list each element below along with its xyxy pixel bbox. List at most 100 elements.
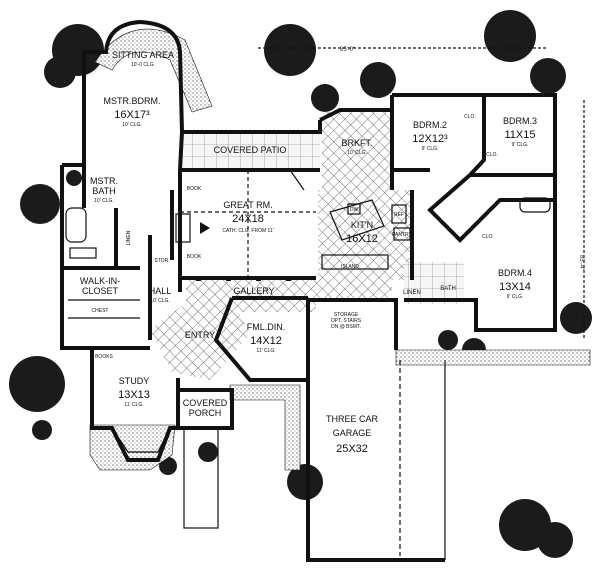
- dishwasher: [347, 203, 361, 215]
- gallery-label: GALLERY: [233, 286, 274, 296]
- bedroom3-closet: CLO.: [486, 152, 498, 158]
- bedroom4-closet: CLO.: [482, 234, 494, 240]
- breakfast-floor: [322, 112, 392, 192]
- bedroom2-size: 12X12³: [412, 133, 448, 145]
- shrub-bed: [229, 384, 301, 471]
- great-room-size: 24X18: [232, 213, 264, 225]
- family-dining-label: FML.DIN.: [247, 322, 286, 332]
- hall-note: 10' CLG.: [150, 298, 170, 304]
- tree: [311, 84, 339, 112]
- great-room-note: CATH. CLG. FROM 11': [222, 228, 273, 234]
- entry-label: ENTRY: [185, 330, 215, 340]
- pantry: [393, 227, 411, 241]
- kitchen-counter: [321, 254, 389, 270]
- storage-label-2: OPT. STAIRS: [331, 318, 362, 324]
- family-dining-size: 14X12: [250, 335, 282, 347]
- fireplace: [175, 213, 191, 243]
- bedroom3-label: BDRM.3: [503, 116, 537, 126]
- dimension-top: 85'-0": [258, 47, 548, 53]
- covered-porch-label-2: PORCH: [189, 408, 222, 418]
- room-labels: SITTING AREA 10'-0 CLG. MSTR.BDRM. 16X17…: [80, 50, 537, 455]
- refrigerator: [391, 204, 407, 224]
- bedroom3-size: 11X15: [505, 129, 536, 141]
- fireplace-hearth: [200, 222, 210, 234]
- bath-label: BATH: [440, 286, 456, 292]
- walk-in-closet-label-2: CLOSET: [82, 286, 119, 296]
- tree: [560, 302, 592, 334]
- bathtub: [519, 197, 551, 213]
- master-bedroom-size: 16X17³: [114, 109, 150, 121]
- kitchen-label: KIT'N: [351, 220, 373, 230]
- walk-in-closet-chest: CHEST: [92, 308, 109, 314]
- front-walkway: [183, 427, 219, 529]
- bedroom3-note: 9' CLG.: [512, 142, 529, 148]
- tree: [438, 330, 458, 350]
- study-note: 11' CLG.: [124, 402, 143, 408]
- walk-in-closet-label: WALK-IN-: [80, 276, 120, 286]
- tree: [159, 457, 177, 475]
- tree: [66, 170, 82, 186]
- kitchen-dw: DW: [350, 207, 359, 213]
- garage-label-2: GARAGE: [333, 428, 372, 438]
- tree: [287, 464, 323, 500]
- bedroom4-size: 13X14: [499, 281, 531, 293]
- master-bedroom-label: MSTR.BDRM.: [104, 96, 161, 106]
- interior-details: [65, 169, 551, 560]
- breakfast-note: 10' CLG.: [347, 150, 367, 156]
- patio-floor: [180, 132, 320, 170]
- hall-floor: [312, 280, 392, 300]
- tree: [264, 24, 316, 76]
- storage-label: STORAGE: [334, 312, 359, 318]
- covered-porch-label: COVERED: [183, 398, 228, 408]
- tree: [44, 56, 76, 88]
- kitchen-pantry: PANTRY: [392, 232, 412, 238]
- breakfast-label: BRKFT.: [341, 138, 372, 148]
- great-room-label: GREAT RM.: [223, 200, 272, 210]
- tree: [20, 184, 60, 224]
- kitchen-island-label: ISLAND: [341, 264, 359, 270]
- master-bath-note: 10' CLG.: [94, 198, 114, 204]
- bedroom2-note: 9' CLG.: [422, 146, 439, 152]
- column: [286, 276, 291, 281]
- linen-label: LINEN: [403, 290, 421, 296]
- garage-size: 25X32: [336, 443, 368, 455]
- master-bath-linen: LINEN: [126, 230, 132, 245]
- bathtub: [65, 207, 87, 243]
- hall-storage: STOR.: [154, 258, 169, 264]
- column: [196, 276, 201, 281]
- tree: [530, 58, 566, 94]
- dimension-right: 85'-4": [578, 100, 585, 340]
- shrub-bed: [395, 349, 591, 366]
- study-label: STUDY: [119, 376, 150, 386]
- bedroom4-note: 9' CLG.: [507, 294, 524, 300]
- tree: [537, 522, 573, 558]
- vanity: [69, 247, 97, 259]
- tree: [32, 420, 52, 440]
- family-dining-note: 11' CLG.: [256, 348, 275, 354]
- garage-label: THREE CAR: [326, 414, 379, 424]
- exterior-walls: [60, 19, 557, 562]
- column: [226, 276, 231, 281]
- master-bath-label-2: BATH: [92, 186, 115, 196]
- hall-label: HALL: [149, 286, 172, 296]
- great-room-book-right: BOOK: [187, 254, 202, 260]
- column: [256, 276, 261, 281]
- tree: [484, 10, 536, 62]
- bedroom4-label: BDRM.4: [498, 268, 532, 278]
- sitting-area-label: SITTING AREA: [112, 50, 174, 60]
- landscaping: [9, 10, 592, 558]
- floor-fills: [150, 112, 464, 380]
- great-room-book-left: BOOK: [187, 186, 202, 192]
- master-bedroom-note: 10' CLG.: [122, 122, 142, 128]
- dimension-width: 85'-0": [340, 47, 355, 53]
- tree: [9, 356, 65, 412]
- dimension-depth: 85'-4": [578, 255, 584, 270]
- tree: [360, 62, 396, 98]
- study-size: 13X13: [118, 389, 150, 401]
- kitchen-ref: REF: [394, 212, 404, 218]
- sitting-area-note: 10'-0 CLG.: [131, 62, 155, 68]
- bedroom2-label: BDRM.2: [413, 120, 447, 130]
- study-books: BOOKS: [95, 354, 113, 360]
- shrub-bed: [94, 28, 213, 113]
